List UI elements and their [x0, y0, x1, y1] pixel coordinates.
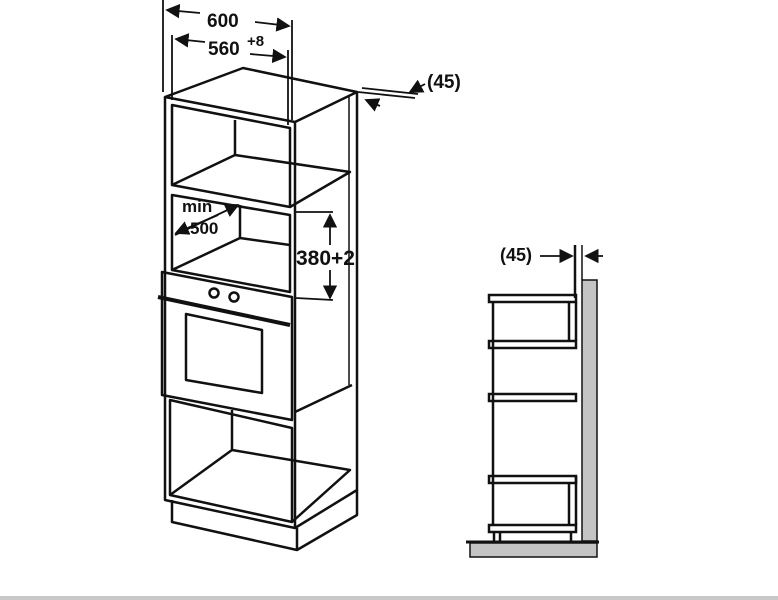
cabinet-top: [163, 66, 359, 124]
total-width-label: 600: [207, 11, 239, 32]
microwave-niche: [170, 193, 292, 294]
side-shelf: [487, 293, 578, 304]
oven-window: [184, 312, 264, 395]
side-shelf: [487, 392, 578, 403]
bottom-divider: [0, 596, 778, 600]
niche-width-tolerance: +8: [247, 33, 264, 50]
rear-gap-top-label: (45): [427, 72, 461, 93]
side-shelf: [487, 474, 578, 485]
oven: [160, 270, 294, 422]
niche-height-label: 380+2: [296, 247, 355, 270]
dimension-lines: [162, 0, 426, 301]
floor: [469, 542, 598, 558]
side-shelf: [487, 339, 578, 350]
rear-gap-side-label: (45): [500, 245, 532, 265]
side-view-drawing: [466, 245, 603, 558]
wall: [581, 279, 598, 542]
min-depth-label: 500: [190, 219, 218, 238]
tall-cabinet-drawing: [157, 66, 359, 552]
oven-knob: [208, 287, 220, 299]
oven-handle: [157, 295, 291, 327]
side-shelf: [487, 523, 578, 534]
oven-knob: [228, 291, 240, 303]
min-label: min: [182, 197, 212, 216]
niche-width-label: 560: [208, 39, 240, 60]
